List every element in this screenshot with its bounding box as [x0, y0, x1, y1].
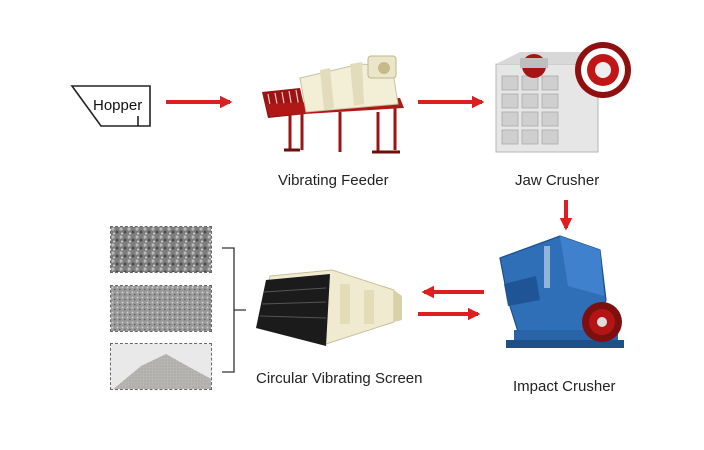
aggregate-sample-coarse — [110, 226, 212, 273]
jaw-crusher-label: Jaw Crusher — [515, 172, 600, 189]
vibrating-feeder-icon — [262, 55, 404, 154]
aggregate-sample-icon — [111, 286, 211, 331]
impact-crusher-label: Impact Crusher — [513, 378, 616, 395]
grouping-bracket — [222, 247, 246, 373]
circular-vibrating-screen-icon — [256, 269, 402, 346]
circular-vibrating-screen-label: Circular Vibrating Screen — [256, 370, 423, 387]
aggregate-sample-icon — [111, 227, 211, 272]
hopper-icon — [70, 85, 151, 127]
aggregate-sample-fine — [110, 343, 212, 390]
hopper-label: Hopper — [93, 97, 143, 114]
aggregate-sample-medium — [110, 285, 212, 332]
jaw-crusher-icon — [495, 42, 631, 153]
impact-crusher-icon — [499, 235, 624, 348]
aggregate-sample-icon — [111, 344, 211, 389]
vibrating-feeder-label: Vibrating Feeder — [278, 172, 389, 189]
